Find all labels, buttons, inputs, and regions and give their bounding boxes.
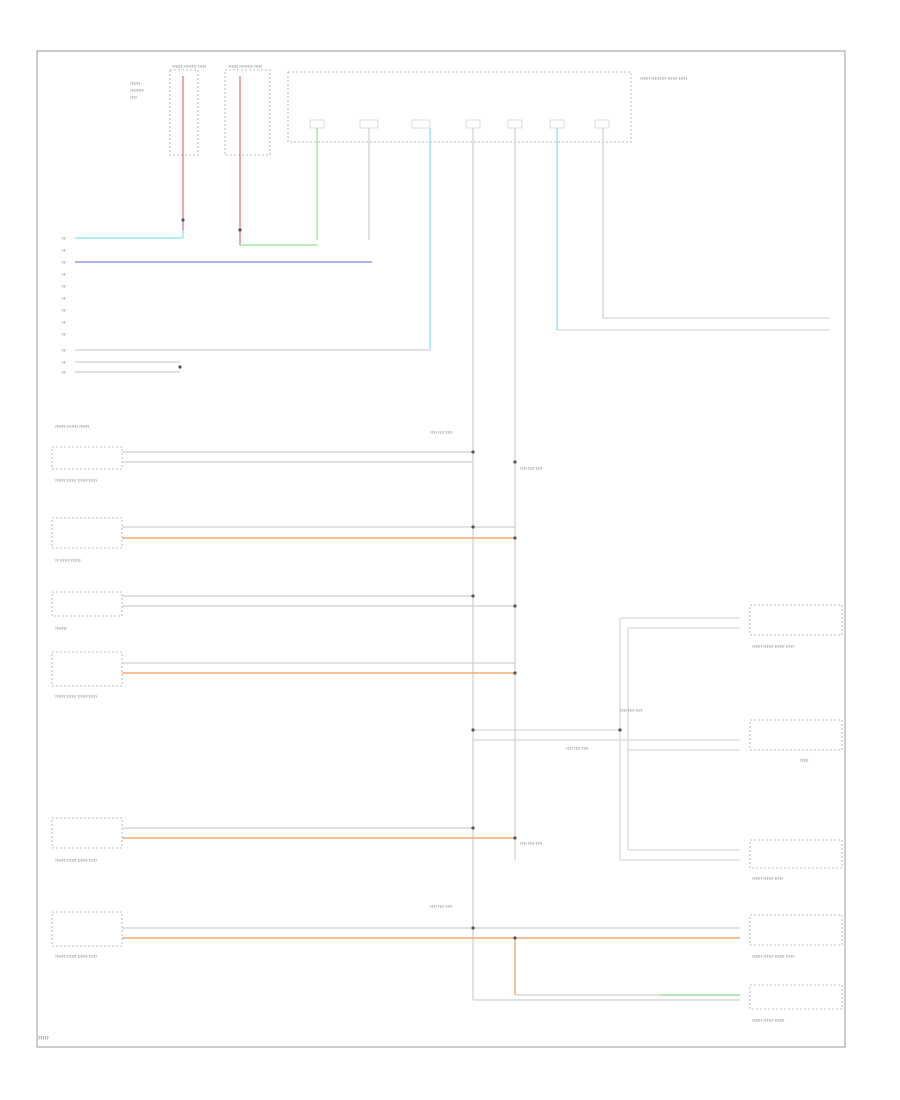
fuse-box-2 <box>224 69 271 156</box>
fuse-wires <box>182 76 241 245</box>
left-pin-column: ?? ?? ?? ?? ?? ?? ?? ?? ?? ?? ?? ?? <box>62 237 66 375</box>
svg-text:??: ?? <box>62 297 66 301</box>
module-5-label: ?????? ?????? ?????? ????? <box>55 859 97 863</box>
top-module-pins <box>309 119 610 129</box>
ground-2-label: ???? ???? ???? <box>520 842 543 846</box>
diagram-frame <box>36 50 846 1048</box>
splice-1-label: ???? ???? ???? <box>430 431 453 435</box>
svg-text:??: ?? <box>62 371 66 375</box>
module-1-label: ?????? ?????? ?????? ????? <box>55 479 97 483</box>
splice-4-label: ???? ???? ???? <box>566 747 589 751</box>
svg-text:??: ?? <box>62 361 66 365</box>
splice-3-label: ???? ???? ???? <box>430 905 453 909</box>
module-4-label: ?????? ?????? ?????? ????? <box>55 695 97 699</box>
fuse-box-1-label: ?????? ???????? ????? <box>172 65 206 69</box>
svg-text:??: ?? <box>62 349 66 353</box>
right-module-3-label: ?????? ?????? ????? <box>752 877 783 881</box>
svg-text:??: ?? <box>62 273 66 277</box>
fuse-box-2-label: ?????? ???????? ????? <box>228 65 262 69</box>
svg-text:??: ?? <box>62 261 66 265</box>
right-modules <box>749 604 843 1010</box>
splice-dots <box>178 218 622 940</box>
left-modules <box>51 446 123 947</box>
fuse-box-1 <box>169 69 199 156</box>
right-output-wires <box>557 317 830 331</box>
top-module-wires <box>316 128 604 1000</box>
svg-text:??: ?? <box>62 309 66 313</box>
module-top-left-text: ?????? <box>130 82 140 86</box>
module-3-label: ??????? <box>55 627 67 631</box>
svg-text:??: ?? <box>62 285 66 289</box>
ground-1-label: ???? ???? ???? <box>520 467 543 471</box>
top-right-module-label: ?????? ????????? ?????? ????? <box>640 77 687 81</box>
footer-code: ????? <box>38 1036 49 1041</box>
svg-text:??: ?? <box>62 237 66 241</box>
left-connector-wires <box>75 237 430 373</box>
module-top-left-text-2: ???????? <box>130 89 144 93</box>
right-module-4-label: ?????? ?????? ?????? ????? <box>752 955 794 959</box>
left-module-label: ?????? ??????? ?????? <box>55 425 89 429</box>
svg-text:??: ?? <box>62 333 66 337</box>
right-module-5-label: ?????? ?????? ?????? <box>752 1019 785 1023</box>
right-module-2-label: ????? <box>800 759 809 763</box>
right-module-1-label: ?????? ?????? ?????? ????? <box>752 645 794 649</box>
bus-wires <box>122 451 740 1001</box>
svg-text:??: ?? <box>62 249 66 253</box>
right-branch-wires <box>473 617 740 861</box>
splice-2-label: ???? ???? ???? <box>620 709 643 713</box>
svg-text:??: ?? <box>62 321 66 325</box>
module-top-left-text-3: ???? <box>130 96 137 100</box>
top-right-module-box <box>287 71 632 143</box>
module-2-label: ?? ?????? ?????? <box>55 559 81 563</box>
module-6-label: ?????? ?????? ?????? ????? <box>55 955 97 959</box>
